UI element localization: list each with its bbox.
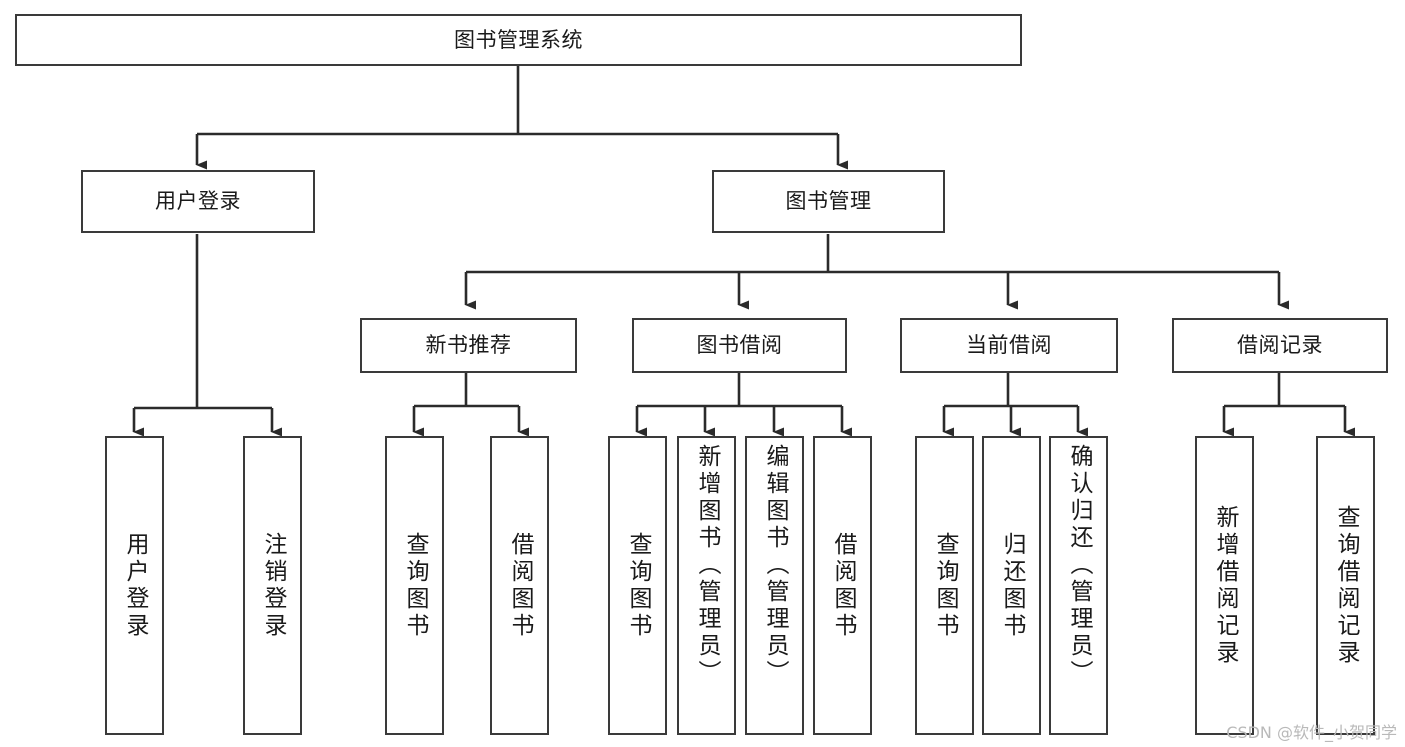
node-leaf-query-record[interactable]: 查询借阅记录 (1316, 436, 1375, 735)
node-leaf-borrow-book-2-label: 借阅图书 (830, 531, 856, 640)
node-root[interactable]: 图书管理系统 (15, 14, 1022, 66)
node-book-manage[interactable]: 图书管理 (712, 170, 945, 233)
node-leaf-query-record-label: 查询借阅记录 (1333, 504, 1359, 667)
node-current-borrow[interactable]: 当前借阅 (900, 318, 1118, 373)
node-leaf-return-book[interactable]: 归还图书 (982, 436, 1041, 735)
node-leaf-user-login-label: 用户登录 (122, 531, 148, 640)
node-leaf-add-record-label: 新增借阅记录 (1212, 504, 1238, 667)
node-leaf-borrow-book-1[interactable]: 借阅图书 (490, 436, 549, 735)
node-book-borrow-label: 图书借阅 (696, 333, 783, 358)
node-leaf-confirm-return[interactable]: 确认归还（管理员） (1049, 436, 1108, 735)
node-user-login[interactable]: 用户登录 (81, 170, 315, 233)
node-leaf-borrow-book-1-label: 借阅图书 (507, 531, 533, 640)
node-leaf-add-book-label: 新增图书（管理员） (694, 444, 720, 687)
node-leaf-add-book[interactable]: 新增图书（管理员） (677, 436, 736, 735)
node-leaf-user-login[interactable]: 用户登录 (105, 436, 164, 735)
node-leaf-borrow-book-2[interactable]: 借阅图书 (813, 436, 872, 735)
node-borrow-record-label: 借阅记录 (1237, 333, 1323, 358)
node-current-borrow-label: 当前借阅 (966, 333, 1052, 358)
node-leaf-logout-login[interactable]: 注销登录 (243, 436, 302, 735)
node-leaf-edit-book-label: 编辑图书（管理员） (762, 444, 788, 687)
node-leaf-return-book-label: 归还图书 (999, 531, 1025, 640)
node-leaf-edit-book[interactable]: 编辑图书（管理员） (745, 436, 804, 735)
node-leaf-query-book-2-label: 查询图书 (625, 531, 651, 640)
node-book-borrow[interactable]: 图书借阅 (632, 318, 847, 373)
node-leaf-query-book-1-label: 查询图书 (402, 531, 428, 640)
node-leaf-query-book-3[interactable]: 查询图书 (915, 436, 974, 735)
node-new-book-recommend-label: 新书推荐 (425, 333, 512, 358)
node-leaf-query-book-3-label: 查询图书 (932, 531, 958, 640)
node-root-label: 图书管理系统 (454, 27, 583, 52)
node-borrow-record[interactable]: 借阅记录 (1172, 318, 1388, 373)
node-leaf-query-book-2[interactable]: 查询图书 (608, 436, 667, 735)
node-user-login-label: 用户登录 (155, 189, 241, 214)
node-new-book-recommend[interactable]: 新书推荐 (360, 318, 577, 373)
node-leaf-query-book-1[interactable]: 查询图书 (385, 436, 444, 735)
node-leaf-confirm-return-label: 确认归还（管理员） (1066, 444, 1092, 687)
node-leaf-logout-login-label: 注销登录 (260, 531, 286, 640)
node-book-manage-label: 图书管理 (785, 189, 872, 214)
node-leaf-add-record[interactable]: 新增借阅记录 (1195, 436, 1254, 735)
